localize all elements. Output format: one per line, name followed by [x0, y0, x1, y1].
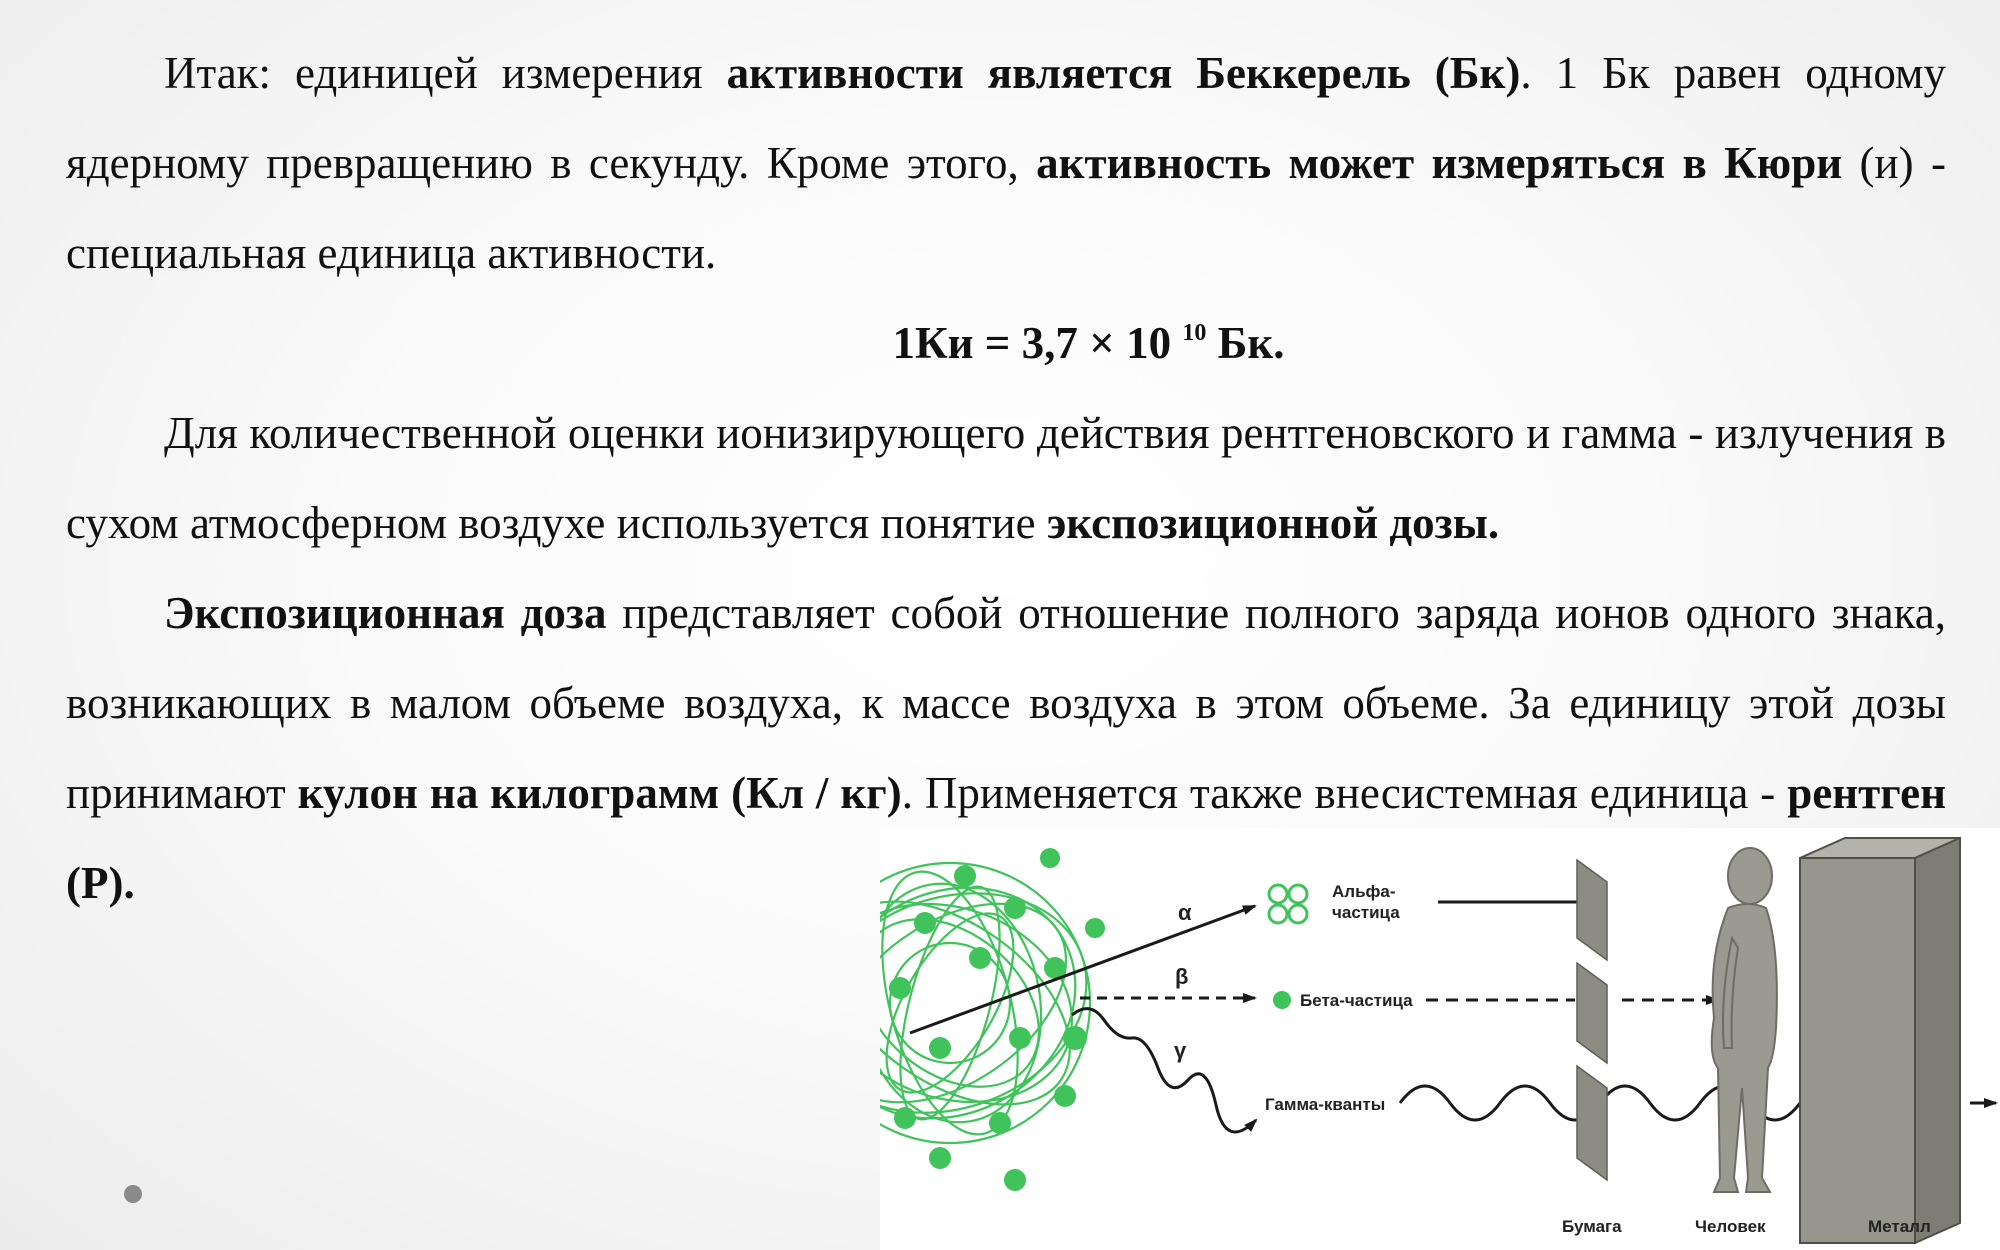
diagram-svg: α Альфа- частица β Бета-частица γ Гамма-…: [880, 836, 1998, 1245]
metal-label: Металл: [1868, 1217, 1931, 1236]
beta-label: Бета-частица: [1300, 991, 1413, 1010]
text-run: . Применяется также внесистемная единица…: [901, 768, 1788, 818]
text-run: Для количественной оценки ионизирующего …: [66, 408, 1946, 548]
bold-run: экспозиционной дозы.: [1046, 498, 1500, 548]
text-run: представляет собой отношение полного зар…: [66, 588, 1946, 818]
formula-right: Бк.: [1217, 318, 1285, 368]
formula-left: 1Ки = 3,7 × 10: [892, 318, 1172, 368]
human-figure: [1710, 847, 1778, 1193]
paper-label: Бумага: [1562, 1217, 1622, 1236]
alpha-ray-arrow: [909, 904, 1257, 1035]
alpha-particle: [1267, 883, 1309, 925]
paragraph-exposure-dose: Экспозиционная доза представляет собой о…: [66, 568, 1946, 928]
text-run: . 1 Бк равен одному ядерному превращению…: [66, 48, 1946, 188]
nucleus: [880, 861, 1092, 1145]
human-label: Человек: [1695, 1217, 1766, 1236]
bold-run: Экспозиционная доза: [164, 588, 607, 638]
bullet-dot: [124, 1185, 142, 1203]
paper-barriers: [1576, 858, 1608, 1182]
gamma-ray-wave: [1071, 1007, 1258, 1134]
beta-symbol: β: [1175, 964, 1188, 989]
slide-text: Итак: единицей измерения активности явля…: [66, 28, 1946, 928]
beta-particle: [1273, 991, 1291, 1009]
nucleons: [889, 848, 1105, 1191]
bold-run: активности является Беккерель (Бк): [726, 48, 1521, 98]
text-run: Итак: единицей измерения: [164, 48, 727, 98]
alpha-symbol: α: [1178, 900, 1192, 925]
bold-run: активность может измеряться в Кюри: [1036, 138, 1843, 188]
bold-run: рентген (Р).: [66, 768, 1946, 908]
radiation-penetration-diagram: α Альфа- частица β Бета-частица γ Гамма-…: [880, 828, 2000, 1250]
alpha-label-line1: Альфа-: [1332, 882, 1396, 901]
gamma-label: Гамма-кванты: [1265, 1095, 1385, 1114]
paragraph-activity-units: Итак: единицей измерения активности явля…: [66, 28, 1946, 298]
alpha-label-line2: частица: [1332, 903, 1400, 922]
metal-block: [1799, 836, 1961, 1245]
formula-exponent: 10: [1182, 320, 1207, 346]
gamma-symbol: γ: [1174, 1038, 1187, 1063]
paragraph-exposure-intro: Для количественной оценки ионизирующего …: [66, 388, 1946, 568]
curie-formula: 1Ки = 3,7 × 10 10 Бк.: [66, 298, 1946, 388]
bold-run: кулон на килограмм (Кл / кг): [297, 768, 902, 818]
text-run: (и) - специальная единица активности.: [66, 138, 1946, 278]
